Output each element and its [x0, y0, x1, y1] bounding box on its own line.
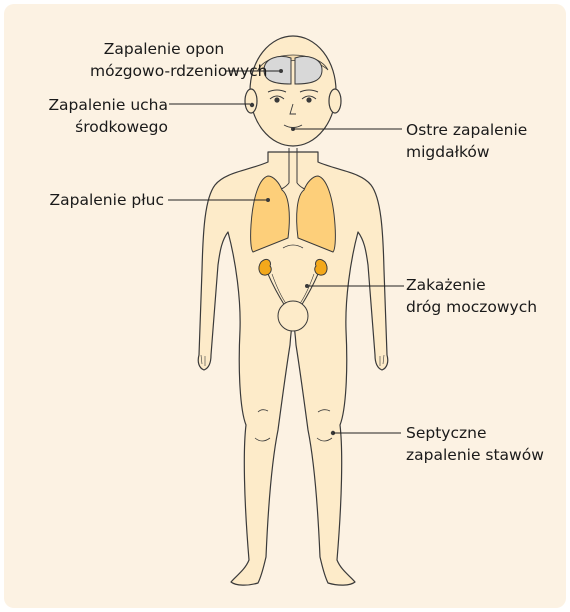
left-ear: [245, 89, 257, 113]
tonsillitis-line2: migdałków: [406, 141, 527, 163]
label-pneumonia: Zapalenie płuc: [24, 189, 164, 211]
pneumonia-line1: Zapalenie płuc: [24, 189, 164, 211]
label-tonsillitis: Ostre zapalenie migdałków: [406, 119, 527, 163]
bladder: [278, 301, 308, 331]
otitis-line1: Zapalenie ucha: [24, 94, 168, 116]
left-kidney: [259, 259, 271, 275]
label-otitis: Zapalenie ucha środkowego: [24, 94, 168, 138]
meningitis-line1: Zapalenie opon: [90, 38, 238, 60]
label-meningitis: Zapalenie opon mózgowo-rdzeniowych: [90, 38, 238, 82]
arthritis-line1: Septyczne: [406, 422, 544, 444]
right-kidney: [315, 259, 327, 275]
right-ear: [329, 89, 341, 113]
label-arthritis: Septyczne zapalenie stawów: [406, 422, 544, 466]
uti-line2: dróg moczowych: [406, 296, 537, 318]
diagram-panel: Zapalenie opon mózgowo-rdzeniowych Zapal…: [4, 4, 566, 608]
otitis-line2: środkowego: [24, 116, 168, 138]
body-silhouette: [198, 152, 388, 585]
arthritis-line2: zapalenie stawów: [406, 444, 544, 466]
label-uti: Zakażenie dróg moczowych: [406, 274, 537, 318]
uti-line1: Zakażenie: [406, 274, 537, 296]
tonsillitis-line1: Ostre zapalenie: [406, 119, 527, 141]
meningitis-line2: mózgowo-rdzeniowych: [90, 60, 238, 82]
